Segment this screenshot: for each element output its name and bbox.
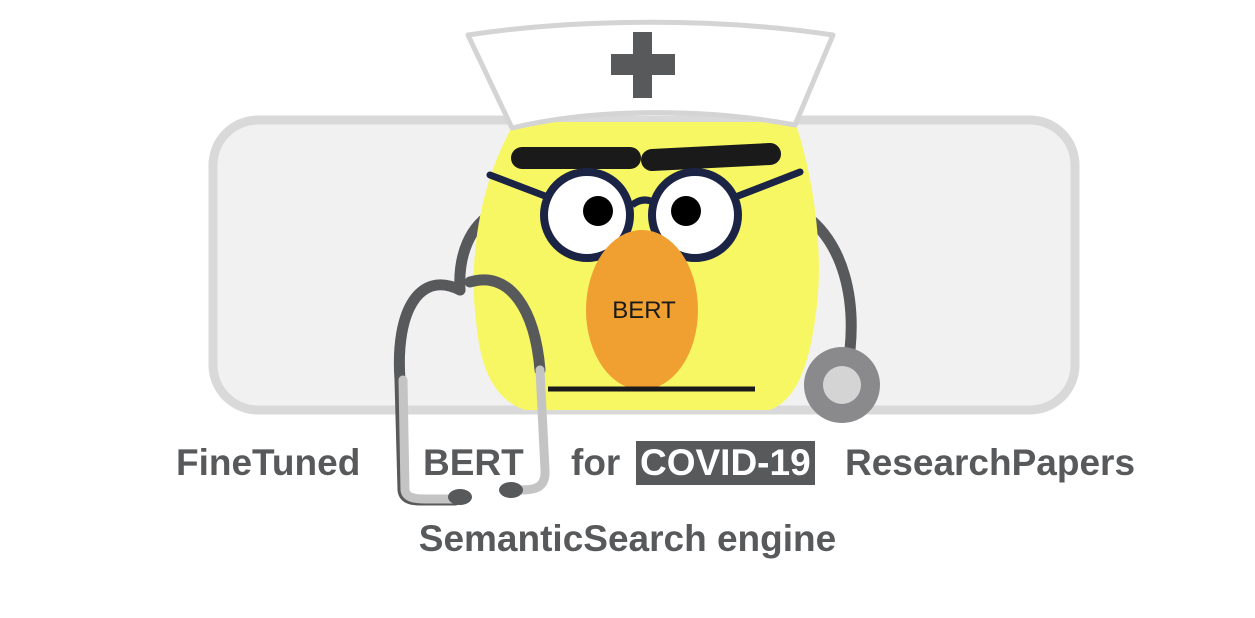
- stethoscope-left-tube-light: [398, 375, 460, 504]
- left-pupil: [583, 196, 613, 226]
- title-word-finetuned: FineTuned: [176, 442, 361, 483]
- stethoscope-right-front-tube-light: [515, 365, 550, 495]
- right-eyebrow: [641, 143, 781, 171]
- title-word-bert: BERT: [423, 442, 524, 483]
- subtitle: SemanticSearch engine: [418, 518, 837, 559]
- stethoscope-chestpiece-inner: [823, 366, 861, 404]
- nose-bert-label: BERT: [612, 297, 676, 324]
- glasses-right-temple: [734, 168, 804, 200]
- title-word-for: for: [571, 442, 621, 483]
- nose: [586, 230, 698, 390]
- medical-cross-icon: [611, 32, 675, 98]
- stethoscope-ear-tip-left: [448, 489, 472, 505]
- title-highlight-covid: COVID-19: [636, 441, 815, 485]
- subtitle-line: SemanticSearch engine: [0, 517, 1255, 561]
- right-pupil: [671, 196, 701, 226]
- glasses-left-temple: [486, 171, 549, 200]
- stethoscope-ear-tip-right: [499, 482, 523, 498]
- stethoscope-right-tube: [799, 209, 857, 356]
- title-word-researchpapers: ResearchPapers: [845, 442, 1136, 483]
- stethoscope-right-front-tube: [464, 274, 546, 376]
